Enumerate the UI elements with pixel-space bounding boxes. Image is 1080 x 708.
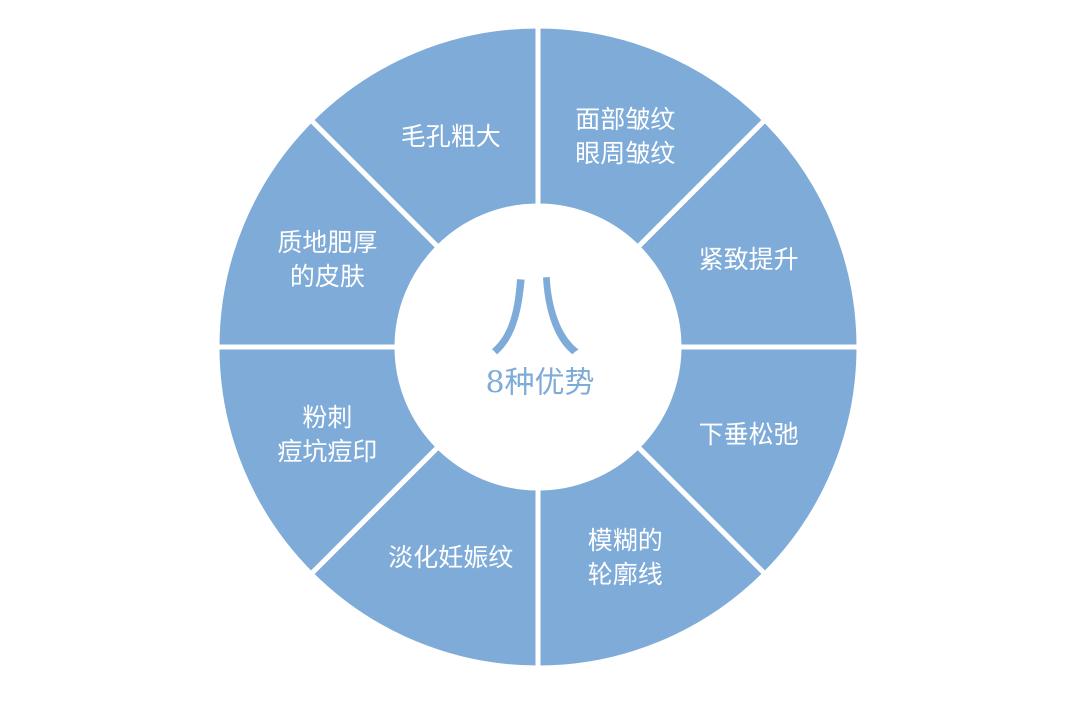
- segment-6-label-2: 痘坑痘印: [277, 437, 377, 466]
- segment-4-label-2: 轮廓线: [588, 560, 663, 589]
- center-disc: [397, 206, 679, 488]
- segment-1-label-2: 眼周皱纹: [575, 139, 675, 168]
- segment-2-label-1: 紧致提升: [699, 245, 799, 274]
- segment-3-label-1: 下垂松弛: [699, 420, 799, 449]
- segment-7-label-1: 质地肥厚: [277, 228, 377, 257]
- segment-1-label-1: 面部皱纹: [575, 105, 675, 134]
- segment-4-label-1: 模糊的: [588, 526, 663, 555]
- segment-7-label-2: 的皮肤: [290, 262, 365, 291]
- center-glyph: 八: [489, 263, 581, 370]
- segment-6-label-1: 粉刺: [302, 403, 352, 432]
- center-title: 8种优势: [485, 366, 594, 401]
- segment-5-label-1: 淡化妊娠纹: [388, 543, 513, 572]
- segment-8-label-1: 毛孔粗大: [401, 122, 501, 151]
